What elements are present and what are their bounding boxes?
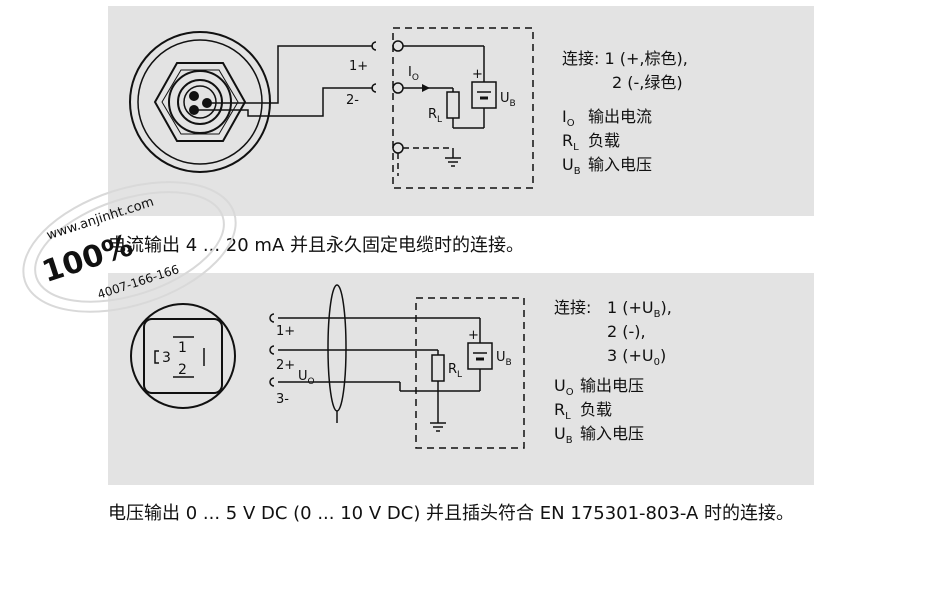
terminal-hooks <box>269 313 275 387</box>
ub-label: UB <box>496 350 512 368</box>
wiring-diagram-current-output: 1+ 2- <box>108 6 814 216</box>
pin-label-1: 1+ <box>276 324 295 339</box>
legend-ub-desc: 输入电压 <box>580 424 644 443</box>
connector-pin-1: 1 <box>178 340 187 356</box>
transmitter-housing-outline <box>392 27 534 189</box>
terminal-hooks <box>371 41 377 93</box>
legend-connection-1: 连接: 1 (+,棕色), <box>562 49 688 68</box>
current-output-schematic: 1+ 2- <box>129 27 688 189</box>
resistor-icon <box>446 91 460 119</box>
pin-label-3: 3- <box>276 392 289 407</box>
connector-pin-3: 3 <box>162 350 171 366</box>
rl-label: RL <box>448 362 462 380</box>
legend-ub-symbol: UB <box>562 155 581 177</box>
connector-pin-2: 2 <box>178 362 187 378</box>
voltage-output-schematic: 3 1 2 1+ 2+ 3- UO <box>130 284 672 449</box>
legend-ub-symbol: UB <box>554 424 573 446</box>
legend-io-symbol: IO <box>562 107 575 129</box>
legend-rl-desc: 负载 <box>588 131 620 150</box>
cable-gland-icon <box>129 31 271 173</box>
pin-label-plus: 1+ <box>349 59 368 74</box>
cable-wires <box>194 45 373 117</box>
battery-icon <box>467 342 493 370</box>
cable-wires <box>278 317 480 423</box>
caption-current-output: 电流输出 4 ... 20 mA 并且永久固定电缆时的连接。 <box>108 235 524 256</box>
caption-voltage-output: 电压输出 0 ... 5 V DC (0 ... 10 V DC) 并且插头符合… <box>108 503 795 524</box>
pin-label-2: 2+ <box>276 358 295 373</box>
io-label: IO <box>408 65 419 83</box>
legend-rl-desc: 负载 <box>580 400 612 419</box>
source-plus-sign: + <box>468 328 479 343</box>
legend-io-desc: 输出电流 <box>588 107 652 126</box>
legend: 连接: 1 (+UB), 2 (-), 3 (+U0) UO 输出电压 RL 负… <box>554 298 672 446</box>
legend-rl-symbol: RL <box>554 400 571 422</box>
legend-connection-2: 2 (-), <box>607 322 646 341</box>
pin-label-minus: 2- <box>346 93 359 108</box>
legend-connection-2: 2 (-,绿色) <box>612 73 683 92</box>
wiring-diagram-voltage-output: 3 1 2 1+ 2+ 3- UO <box>108 273 814 485</box>
legend-connection-3: 3 (+U0) <box>607 346 666 368</box>
legend-connection-1: 1 (+UB), <box>607 298 672 320</box>
transmitter-housing-outline <box>415 297 525 449</box>
battery-icon <box>471 81 497 109</box>
load-circuit <box>392 40 485 176</box>
source-plus-sign: + <box>472 67 483 82</box>
current-arrow-icon <box>422 84 430 92</box>
load-circuit <box>399 318 481 432</box>
plug-connector-icon <box>130 303 236 409</box>
legend-ub-desc: 输入电压 <box>588 155 652 174</box>
resistor-icon <box>431 354 445 382</box>
uo-label: UO <box>298 369 315 387</box>
legend: 连接: 1 (+,棕色), 2 (-,绿色) IO 输出电流 RL 负载 UB … <box>562 49 688 177</box>
legend-uo-desc: 输出电压 <box>580 376 644 395</box>
legend-uo-symbol: UO <box>554 376 574 398</box>
cable-shield-icon <box>327 284 347 412</box>
legend-rl-symbol: RL <box>562 131 579 153</box>
rl-label: RL <box>428 107 442 125</box>
legend-connection-label: 连接: <box>554 298 591 317</box>
ub-label: UB <box>500 91 516 109</box>
